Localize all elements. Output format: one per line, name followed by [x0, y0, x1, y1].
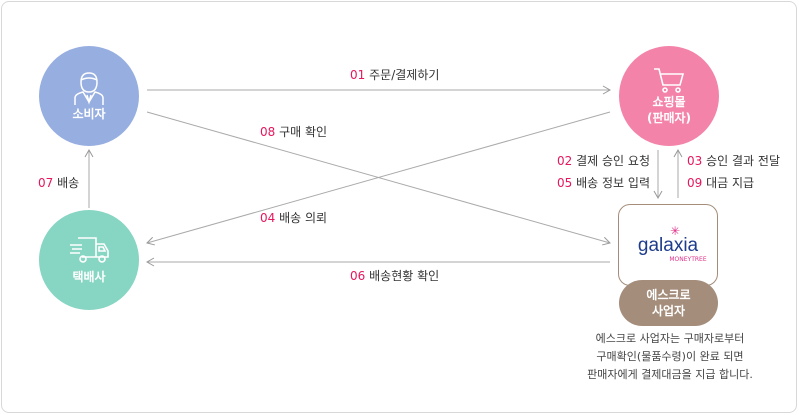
- logo-name: galaxia: [637, 235, 699, 256]
- step-03: 03 승인 결과 전달: [687, 154, 780, 168]
- star-icon: ✳: [669, 224, 681, 238]
- step-09: 09 대금 지급: [687, 176, 755, 190]
- step-01: 01 주문/결제하기: [350, 68, 440, 82]
- mall-node: 쇼핑몰 (판매자): [619, 46, 719, 146]
- step-05: 05 배송 정보 입력: [557, 176, 650, 190]
- mall-label-2: (판매자): [646, 111, 692, 125]
- escrow-label-2: 사업자: [651, 304, 686, 318]
- consumer-node: 소비자: [39, 46, 139, 146]
- escrow-node: 에스크로 사업자: [619, 280, 718, 326]
- courier-label: 택배사: [72, 270, 106, 284]
- courier-node: 택배사: [39, 210, 139, 310]
- truck-icon: [70, 237, 109, 263]
- mall-label-1: 쇼핑몰: [652, 95, 686, 109]
- person-icon: [74, 72, 104, 105]
- step-02: 02 결제 승인 요청: [557, 154, 650, 168]
- cart-icon: [654, 68, 685, 93]
- step-04: 04 배송 의뢰: [260, 211, 328, 225]
- galaxia-logo-box: ✳ galaxia MONEYTREE: [618, 204, 718, 286]
- arrow-04: [146, 111, 611, 246]
- note-line: 에스크로 사업자는 구매자로부터: [595, 332, 745, 345]
- note-line: 판매자에게 결제대금을 지급 합니다.: [587, 368, 753, 381]
- escrow-note: 에스크로 사업자는 구매자로부터 구매확인(물품수령)이 완료 되면 판매자에게…: [560, 330, 780, 384]
- step-08: 08 구매 확인: [260, 125, 328, 139]
- note-line: 구매확인(물품수령)이 완료 되면: [596, 350, 744, 363]
- step-06: 06 배송현황 확인: [350, 269, 440, 283]
- consumer-label: 소비자: [72, 107, 106, 121]
- step-07: 07 배송: [38, 176, 80, 190]
- logo-sub: MONEYTREE: [669, 256, 707, 263]
- escrow-label-1: 에스크로: [646, 288, 691, 302]
